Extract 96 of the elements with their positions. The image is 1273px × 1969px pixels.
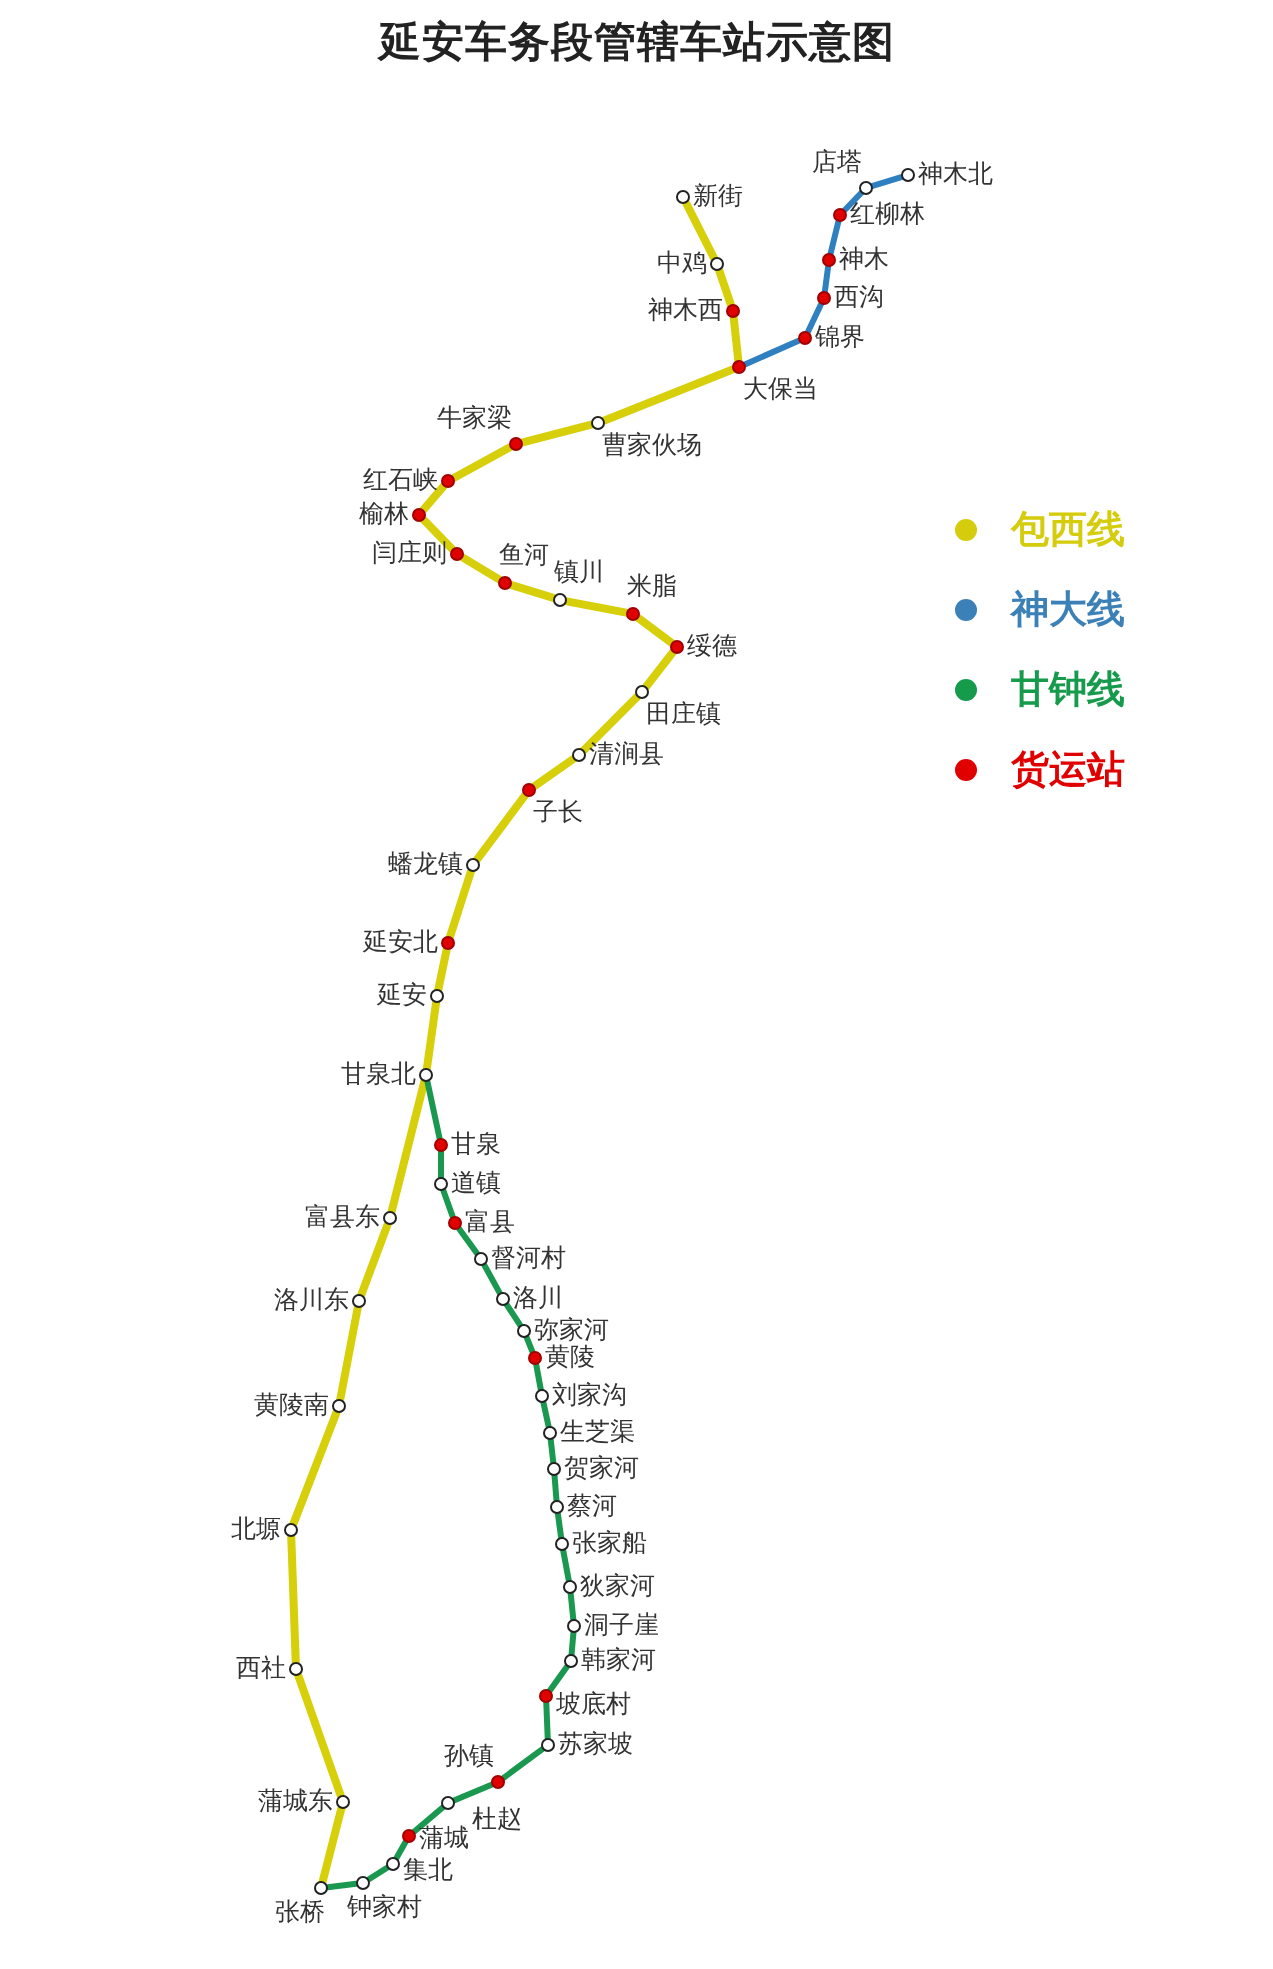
rail-line — [600, 365, 737, 425]
rail-line — [438, 1149, 444, 1180]
rail-line — [481, 1262, 503, 1296]
station-name: 神木北 — [918, 160, 993, 188]
station-name: 大保当 — [743, 375, 818, 403]
station-name: 洛川 — [513, 1284, 563, 1312]
rail-line — [530, 755, 578, 790]
rail-line — [393, 1839, 409, 1861]
station-name: 刘家沟 — [552, 1381, 627, 1409]
station-name: 蒲城东 — [258, 1787, 333, 1815]
station-name: 富县东 — [305, 1203, 380, 1231]
station-name: 红柳林 — [850, 200, 925, 228]
station-name: 神木西 — [648, 296, 723, 324]
station-name: 张桥 — [275, 1898, 325, 1926]
rail-line — [294, 1671, 345, 1800]
station-name: 黄陵 — [545, 1343, 595, 1371]
legend-label: 货运站 — [1011, 746, 1125, 793]
station-name: 孙镇 — [444, 1742, 494, 1770]
station-name: 督河村 — [491, 1244, 566, 1272]
station-name: 清涧县 — [589, 740, 664, 768]
rail-line — [642, 648, 677, 691]
station-name: 杜赵 — [472, 1805, 522, 1833]
rail-line — [507, 581, 558, 602]
station-name: 坡底村 — [556, 1690, 631, 1718]
station-name: 绥德 — [687, 632, 737, 660]
station-name: 西沟 — [834, 283, 884, 311]
station-name: 北塬 — [231, 1515, 281, 1543]
station-name: 张家船 — [572, 1529, 647, 1557]
rail-line — [365, 1864, 391, 1883]
station-name: 曹家伙场 — [602, 431, 702, 459]
station-name: 新街 — [693, 182, 743, 210]
rail-line — [419, 516, 457, 553]
rail-line — [805, 301, 824, 335]
station-name: 中鸡 — [657, 249, 707, 277]
rail-line — [446, 867, 475, 941]
rail-line — [523, 1334, 536, 1355]
rail-line — [500, 1746, 546, 1781]
station-name: 黄陵南 — [254, 1391, 329, 1419]
station-name: 贺家河 — [564, 1454, 639, 1482]
station-name: 苏家坡 — [558, 1730, 633, 1758]
station-name: 红石峡 — [363, 466, 438, 494]
station-name: 集北 — [403, 1856, 453, 1884]
station-name: 镇川 — [554, 558, 604, 586]
station-name: 钟家村 — [347, 1893, 422, 1921]
rail-line — [551, 1473, 560, 1503]
station-name: 甘泉北 — [341, 1060, 416, 1088]
rail-line — [450, 443, 514, 482]
station-name: 子长 — [533, 798, 583, 826]
station-name: 田庄镇 — [646, 700, 721, 728]
diagram-title: 延安车务段管辖车站示意图 — [378, 18, 895, 67]
rail-line — [473, 791, 529, 864]
rail-line — [682, 199, 718, 262]
rail-line — [357, 1220, 392, 1299]
station-name: 韩家河 — [581, 1646, 656, 1674]
rail-line — [503, 1301, 524, 1329]
legend-label: 神大线 — [1011, 586, 1125, 633]
rail-line — [841, 190, 865, 213]
station-name: 米脂 — [627, 572, 677, 600]
station-name: 闫庄则 — [372, 539, 447, 567]
rail-line — [459, 553, 503, 584]
legend-label: 甘钟线 — [1011, 666, 1125, 713]
station-name: 生芝渠 — [560, 1418, 635, 1446]
station-name: 榆林 — [359, 500, 409, 528]
station-name: 狄家河 — [580, 1572, 655, 1600]
station-name: 牛家梁 — [437, 404, 512, 432]
station-name: 蒲城 — [419, 1824, 469, 1852]
station-name: 延安 — [377, 981, 427, 1009]
station-name: 延安北 — [363, 928, 438, 956]
rail-line — [869, 174, 905, 189]
rail-line — [451, 1781, 495, 1804]
rail-line — [827, 218, 842, 257]
station-name: 弥家河 — [534, 1316, 609, 1344]
station-name: 洛川东 — [274, 1286, 349, 1314]
station-name: 鱼河 — [499, 541, 549, 569]
rail-line — [289, 1408, 341, 1528]
legend-label: 包西线 — [1011, 506, 1125, 553]
station-name: 店塔 — [812, 148, 862, 176]
rail-line — [715, 266, 735, 309]
rail-line — [419, 482, 448, 514]
rail-line — [742, 337, 802, 368]
rail-line — [456, 1225, 480, 1257]
station-name: 蔡河 — [567, 1492, 617, 1520]
rail-line — [547, 1663, 570, 1694]
rail-line — [411, 1804, 446, 1835]
station-name: 洞子崖 — [584, 1611, 659, 1639]
station-name: 富县 — [465, 1208, 515, 1236]
rail-line — [579, 692, 642, 755]
rail-line — [634, 614, 676, 647]
rail-line — [543, 1700, 551, 1741]
rail-line — [440, 1187, 456, 1220]
station-name: 道镇 — [451, 1169, 501, 1197]
station-name: 神木 — [839, 245, 889, 273]
station-name: 锦界 — [815, 323, 865, 351]
station-name: 甘泉 — [451, 1130, 501, 1158]
station-name: 西社 — [236, 1654, 286, 1682]
station-name: 蟠龙镇 — [388, 850, 463, 878]
